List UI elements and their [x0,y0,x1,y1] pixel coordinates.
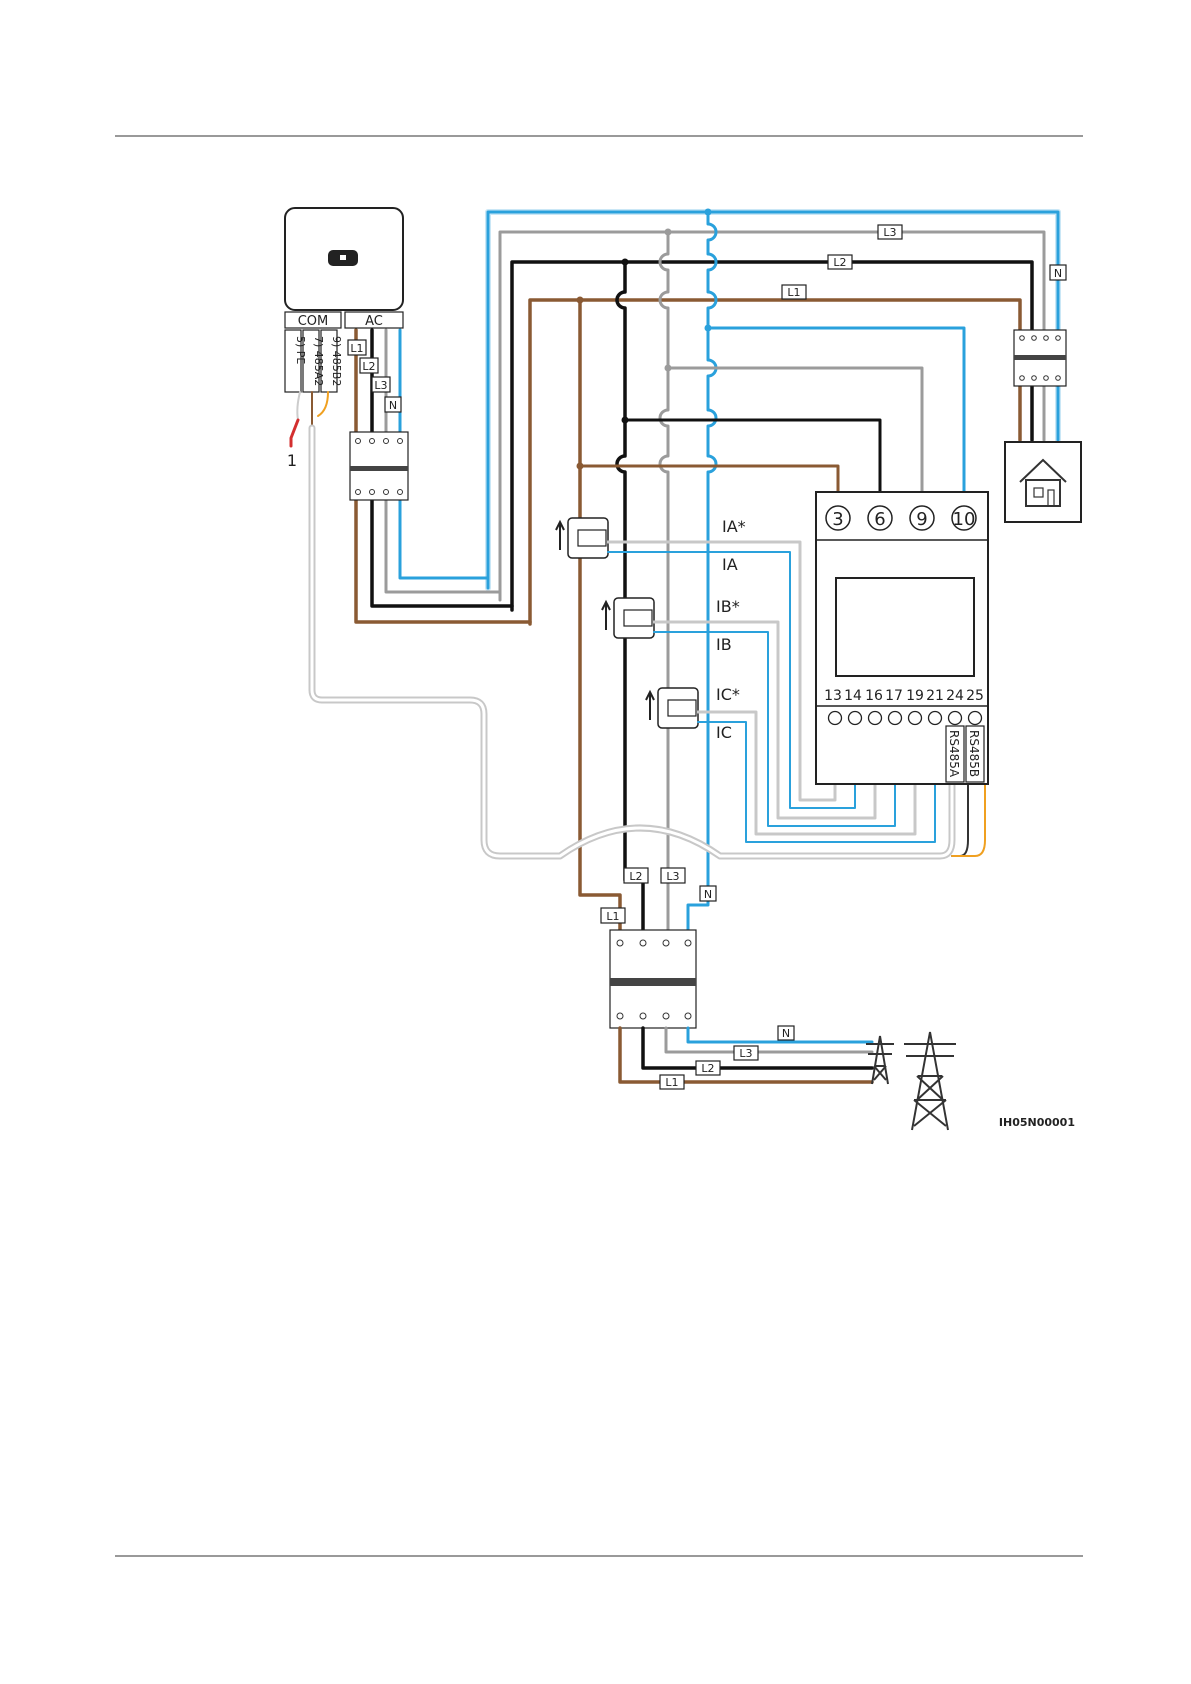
svg-text:25: 25 [966,688,984,704]
pylon-icon [866,1032,956,1130]
com-label: COM [298,314,329,329]
svg-text:19: 19 [906,688,924,704]
svg-text:14: 14 [844,688,862,704]
load-breaker [1014,330,1066,386]
svg-text:24: 24 [946,688,964,704]
svg-text:N: N [389,399,397,412]
svg-text:L2: L2 [629,870,642,883]
meter-voltage-taps [577,209,965,505]
ct-labels: IA* IA IB* IB IC* IC [716,517,746,742]
svg-text:L3: L3 [739,1047,752,1060]
pin-pe: 5) PE [294,336,307,364]
svg-text:17: 17 [885,688,903,704]
grid-cables: N L3 L2 L1 [620,1026,872,1089]
svg-text:N: N [782,1027,790,1040]
callout-1: 1 [287,451,297,470]
grid-breaker [610,930,696,1028]
svg-text:13: 13 [824,688,842,704]
rs485b-label: RS485B [967,730,981,777]
svg-text:L2: L2 [362,360,375,373]
svg-text:IA*: IA* [722,517,746,536]
ac-label: AC [365,314,383,329]
breaker-icon [350,432,408,500]
figure-id: IH05N00001 [999,1116,1075,1129]
svg-text:N: N [704,888,712,901]
terminal-10: 10 [953,509,976,530]
terminal-6: 6 [874,509,885,530]
svg-text:L3: L3 [666,870,679,883]
svg-text:IB: IB [716,635,732,654]
rs485a-label: RS485A [947,730,961,778]
svg-text:L2: L2 [701,1062,714,1075]
svg-text:L1: L1 [665,1076,678,1089]
svg-text:N: N [1054,267,1062,280]
svg-text:IB*: IB* [716,597,740,616]
svg-text:L1: L1 [787,286,800,299]
svg-text:L2: L2 [833,256,846,269]
svg-text:L3: L3 [883,226,896,239]
pin-485b2: 9) 485B2 [330,336,343,386]
meter-display [836,578,974,676]
vertical-drops [580,212,716,930]
svg-text:L1: L1 [350,342,363,355]
svg-text:IA: IA [722,555,738,574]
svg-text:L1: L1 [606,910,619,923]
svg-text:IC: IC [716,723,732,742]
smart-meter: 3 6 9 10 13 14 16 17 19 21 24 25 RS485A … [816,492,988,784]
terminal-3: 3 [832,509,843,530]
svg-text:IC*: IC* [716,685,740,704]
terminal-9: 9 [916,509,927,530]
svg-text:21: 21 [926,688,944,704]
house-icon [1005,442,1081,522]
svg-text:L3: L3 [374,379,387,392]
pin-485a2: 7) 485A2 [312,336,325,386]
svg-text:16: 16 [865,688,883,704]
